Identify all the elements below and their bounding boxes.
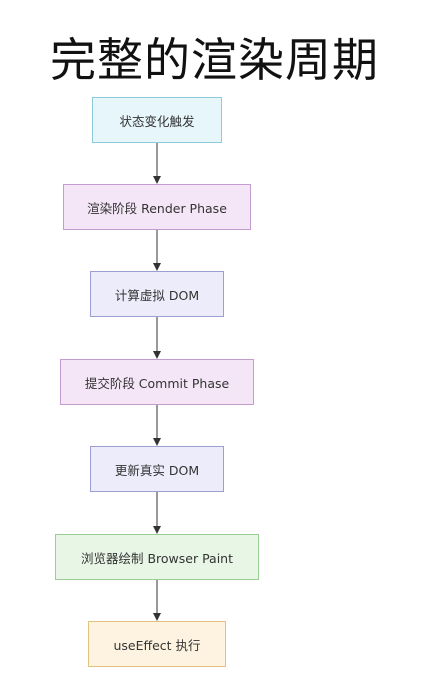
node-state-change-trigger: 状态变化触发 [92, 97, 222, 143]
diagram-title: 完整的渲染周期 [50, 33, 379, 87]
node-commit-phase: 提交阶段 Commit Phase [60, 359, 254, 405]
node-render-phase: 渲染阶段 Render Phase [63, 184, 251, 230]
node-browser-paint: 浏览器绘制 Browser Paint [55, 534, 259, 580]
node-update-real-dom: 更新真实 DOM [90, 446, 224, 492]
node-useeffect-run: useEffect 执行 [88, 621, 226, 667]
node-compute-virtual-dom: 计算虚拟 DOM [90, 271, 224, 317]
